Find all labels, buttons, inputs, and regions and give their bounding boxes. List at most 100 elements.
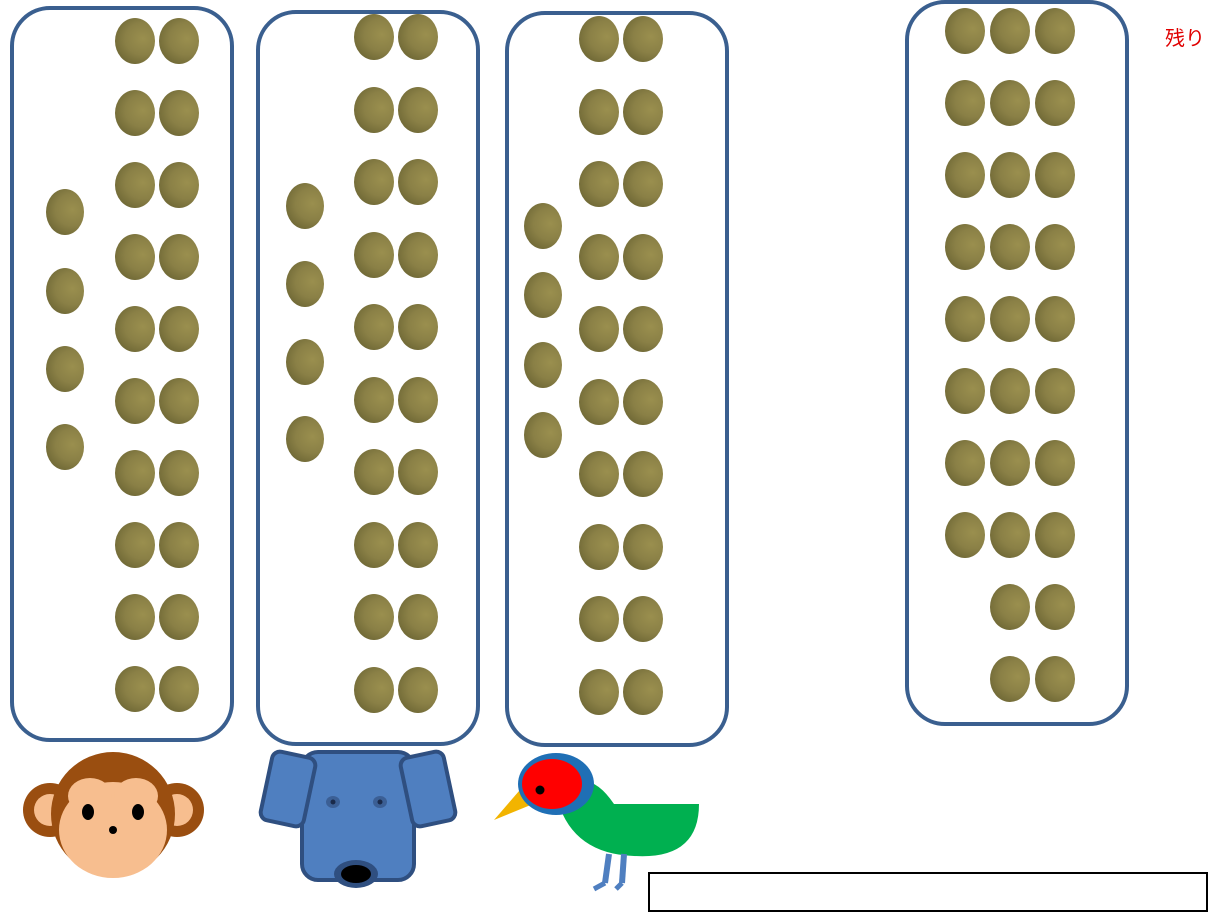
dog-bean — [354, 304, 394, 350]
remainder-bean — [1035, 224, 1075, 270]
dog-single-bean — [286, 416, 324, 462]
dog-single-bean — [286, 183, 324, 229]
dog-face-icon — [258, 749, 458, 888]
remainder-bean — [945, 8, 985, 54]
monkey-bean — [115, 666, 155, 712]
remainder-bean — [1035, 80, 1075, 126]
dog-bean — [354, 87, 394, 133]
monkey-bean — [159, 162, 199, 208]
bird-bean — [623, 161, 663, 207]
remainder-bean — [945, 368, 985, 414]
remainder-bean — [945, 80, 985, 126]
remainder-label: 残り — [1165, 26, 1205, 50]
monkey-bean — [159, 234, 199, 280]
dog-bean — [354, 667, 394, 713]
dog-bean — [398, 87, 438, 133]
monkey-single-bean — [46, 346, 84, 392]
monkey-bean — [159, 306, 199, 352]
bird-bean — [579, 234, 619, 280]
monkey-bean — [115, 306, 155, 352]
bird-bean — [623, 596, 663, 642]
dog-bean — [398, 14, 438, 60]
remainder-bean — [945, 152, 985, 198]
remainder-bean — [1035, 440, 1075, 486]
bird-bean — [579, 596, 619, 642]
monkey-bean — [115, 234, 155, 280]
monkey-bean — [159, 378, 199, 424]
bird-bean — [623, 451, 663, 497]
bird-bean — [579, 451, 619, 497]
remainder-bean — [990, 584, 1030, 630]
remainder-bean — [990, 152, 1030, 198]
bird-bean — [623, 89, 663, 135]
monkey-bean — [159, 450, 199, 496]
bird-bean — [579, 306, 619, 352]
monkey-bean — [159, 666, 199, 712]
dog-bean — [354, 14, 394, 60]
bird-single-bean — [524, 203, 562, 249]
remainder-bean — [990, 368, 1030, 414]
dog-bean — [398, 522, 438, 568]
remainder-bean — [1035, 512, 1075, 558]
dog-bean — [398, 159, 438, 205]
monkey-single-bean — [46, 268, 84, 314]
bird-bean — [623, 524, 663, 570]
bird-single-bean — [524, 272, 562, 318]
monkey-bean — [115, 18, 155, 64]
monkey-bean — [115, 450, 155, 496]
bird-single-bean — [524, 342, 562, 388]
dog-bean — [398, 304, 438, 350]
bird-bean — [623, 379, 663, 425]
bird-bean — [579, 16, 619, 62]
bird-bean — [579, 669, 619, 715]
monkey-single-bean — [46, 424, 84, 470]
monkey-bean — [159, 594, 199, 640]
remainder-bean — [990, 224, 1030, 270]
remainder-bean — [945, 440, 985, 486]
bird-bean — [579, 524, 619, 570]
dog-single-bean — [286, 261, 324, 307]
dog-bean — [354, 522, 394, 568]
monkey-bean — [115, 378, 155, 424]
remainder-bean — [990, 656, 1030, 702]
dog-bean — [354, 232, 394, 278]
bird-bean — [623, 306, 663, 352]
bird-bean — [623, 16, 663, 62]
remainder-bean — [990, 80, 1030, 126]
remainder-bean — [990, 512, 1030, 558]
bird-icon — [494, 753, 699, 892]
bird-single-bean — [524, 412, 562, 458]
dog-bean — [398, 232, 438, 278]
remainder-bean — [1035, 584, 1075, 630]
dog-bean — [398, 667, 438, 713]
monkey-single-bean — [46, 189, 84, 235]
dog-bean — [354, 377, 394, 423]
answer-box[interactable] — [648, 872, 1208, 912]
dog-bean — [354, 449, 394, 495]
monkey-bean — [159, 90, 199, 136]
dog-bean — [398, 594, 438, 640]
monkey-face-icon — [23, 752, 204, 878]
dog-bean — [354, 159, 394, 205]
remainder-bean — [1035, 296, 1075, 342]
monkey-bean — [115, 594, 155, 640]
monkey-bean — [159, 18, 199, 64]
remainder-bean — [945, 224, 985, 270]
remainder-bean — [990, 440, 1030, 486]
remainder-bean — [1035, 368, 1075, 414]
monkey-bean — [159, 522, 199, 568]
remainder-bean — [1035, 8, 1075, 54]
remainder-bean — [990, 8, 1030, 54]
bird-bean — [579, 89, 619, 135]
remainder-bean — [1035, 656, 1075, 702]
dog-single-bean — [286, 339, 324, 385]
monkey-bean — [115, 162, 155, 208]
monkey-bean — [115, 90, 155, 136]
monkey-bean — [115, 522, 155, 568]
bird-bean — [623, 669, 663, 715]
remainder-bean — [1035, 152, 1075, 198]
remainder-bean — [990, 296, 1030, 342]
remainder-bean — [945, 512, 985, 558]
bird-bean — [579, 379, 619, 425]
dog-bean — [398, 377, 438, 423]
